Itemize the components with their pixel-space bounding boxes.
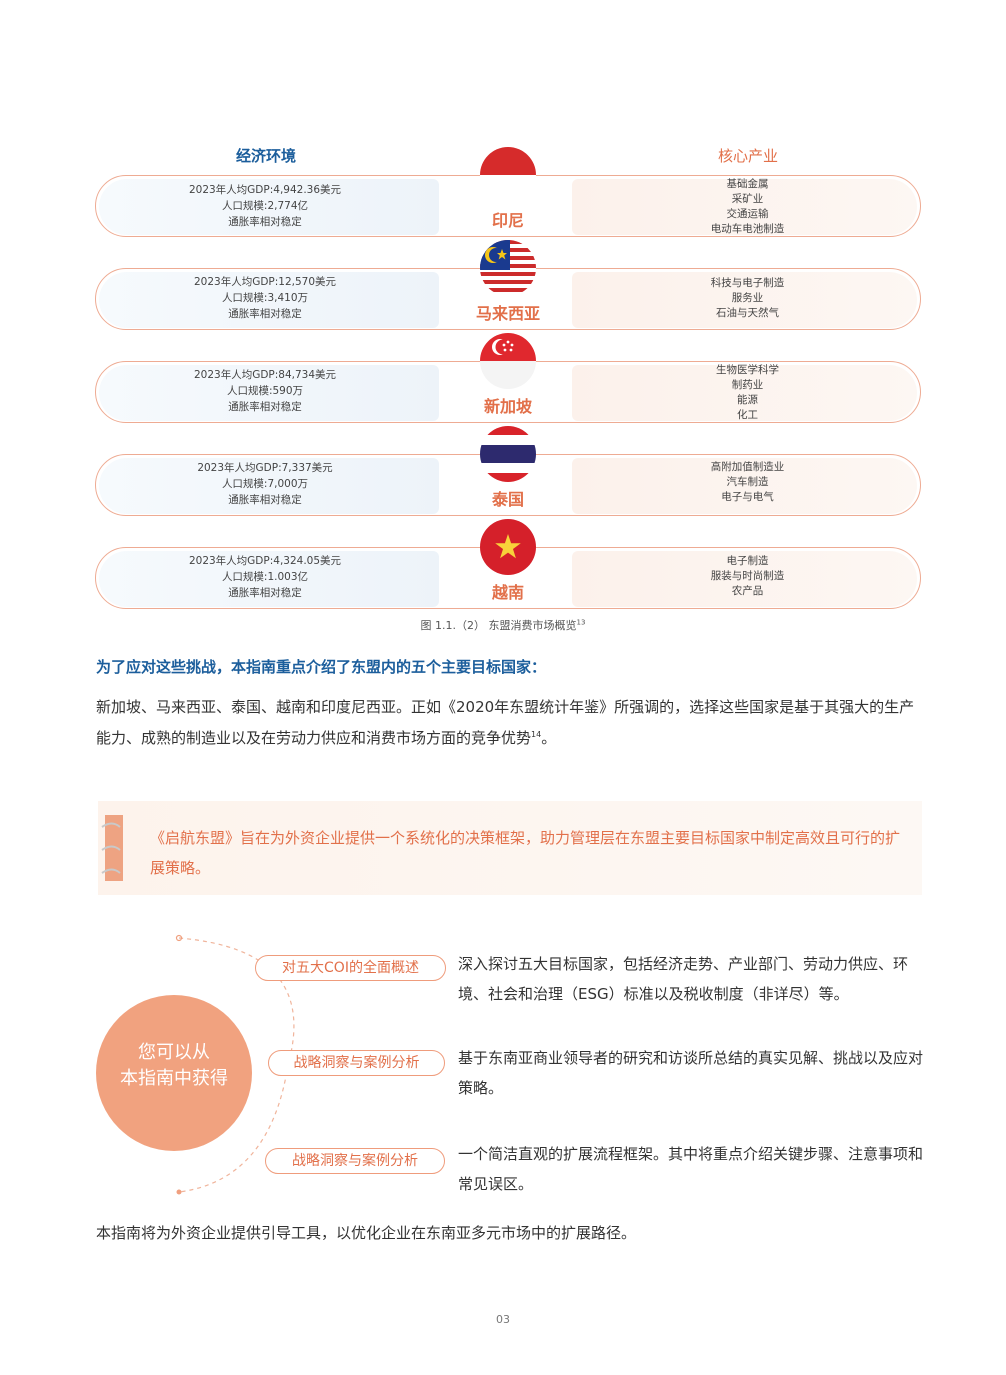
malaysia-flag-icon [480, 240, 536, 296]
gain-tag-insights: 战略洞察与案例分析 [268, 1050, 445, 1076]
body-paragraph: 新加坡、马来西亚、泰国、越南和印度尼西亚。正如《2020年东盟统计年鉴》所强调的… [96, 698, 915, 747]
binder-rings-icon [101, 822, 121, 874]
row-pill [95, 268, 921, 330]
country-row-vietnam: 2023年人均GDP:4,324.05美元 人口规模:1.003亿 通胀率相对稳… [95, 519, 921, 609]
economic-stats: 2023年人均GDP:12,570美元 人口规模:3,410万 通胀率相对稳定 [193, 276, 337, 320]
country-name: 印尼 [491, 211, 524, 230]
gain-desc-insights: 基于东南亚商业领导者的研究和访谈所总结的真实见解、挑战以及应对策略。 [458, 1049, 924, 1097]
country-row-indonesia: 2023年人均GDP:4,942.36美元 人口规模:2,774亿 通胀率相对稳… [95, 147, 921, 237]
quote-text: 《启航东盟》旨在为外资企业提供一个系统化的决策框架，助力管理层在东盟主要目标国家… [150, 829, 901, 877]
row-pill [95, 547, 921, 609]
core-industries-heading: 核心产业 [718, 147, 779, 165]
country-row-singapore: 2023年人均GDP:84,734美元 人口规模:590万 通胀率相对稳定 生物… [95, 333, 921, 423]
industry-list: 生物医学科学 制药业 能源 化工 [716, 364, 779, 421]
singapore-flag-icon [480, 333, 536, 389]
quote-accent-bar [105, 815, 123, 881]
quote-callout [98, 801, 922, 895]
industry-list: 科技与电子制造 服务业 石油与天然气 [710, 277, 785, 319]
section-lead: 为了应对这些挑战，本指南重点介绍了东盟内的五个主要目标国家： [96, 658, 547, 676]
closing-sentence: 本指南将为外资企业提供引导工具，以优化企业在东南亚多元市场中的扩展路径。 [96, 1224, 637, 1242]
country-row-thailand: 2023年人均GDP:7,337美元 人口规模:7,000万 通胀率相对稳定 高… [95, 426, 921, 516]
gains-circle [96, 995, 252, 1151]
industry-list: 高附加值制造业 汽车制造 电子与电气 [710, 461, 785, 503]
indonesia-flag-icon [480, 147, 536, 203]
economic-stats: 2023年人均GDP:4,324.05美元 人口规模:1.003亿 通胀率相对稳… [188, 555, 342, 599]
industry-list: 基础金属 采矿业 交通运输 电动车电池制造 [710, 178, 785, 235]
economic-stats: 2023年人均GDP:4,942.36美元 人口规模:2,774亿 通胀率相对稳… [188, 184, 342, 228]
country-name: 马来西亚 [475, 304, 540, 323]
thailand-flag-icon [480, 426, 536, 482]
gain-desc-framework: 一个简洁直观的扩展流程框架。其中将重点介绍关键步骤、注意事项和常见误区。 [458, 1145, 924, 1193]
page-number: 03 [496, 1313, 510, 1326]
gains-circle-label: 您可以从 本指南中获得 [120, 1042, 228, 1089]
gain-desc-overview: 深入探讨五大目标国家，包括经济走势、产业部门、劳动力供应、环境、社会和治理（ES… [458, 955, 909, 1003]
country-name: 泰国 [491, 490, 524, 509]
industry-list: 电子制造 服装与时尚制造 农产品 [710, 555, 785, 597]
gain-tag-overview: 对五大COI的全面概述 [255, 955, 446, 981]
country-name: 越南 [491, 583, 524, 602]
economic-environment-heading: 经济环境 [236, 147, 297, 165]
gain-tag-framework: 战略洞察与案例分析 [265, 1148, 445, 1174]
figure-caption: 图 1.1.（2） 东盟消费市场概览13 [420, 618, 586, 632]
vietnam-flag-icon [480, 519, 536, 575]
country-row-malaysia: 2023年人均GDP:12,570美元 人口规模:3,410万 通胀率相对稳定 … [95, 240, 921, 330]
economic-stats: 2023年人均GDP:7,337美元 人口规模:7,000万 通胀率相对稳定 [197, 462, 333, 506]
country-name: 新加坡 [483, 397, 532, 416]
economic-stats: 2023年人均GDP:84,734美元 人口规模:590万 通胀率相对稳定 [193, 369, 337, 413]
